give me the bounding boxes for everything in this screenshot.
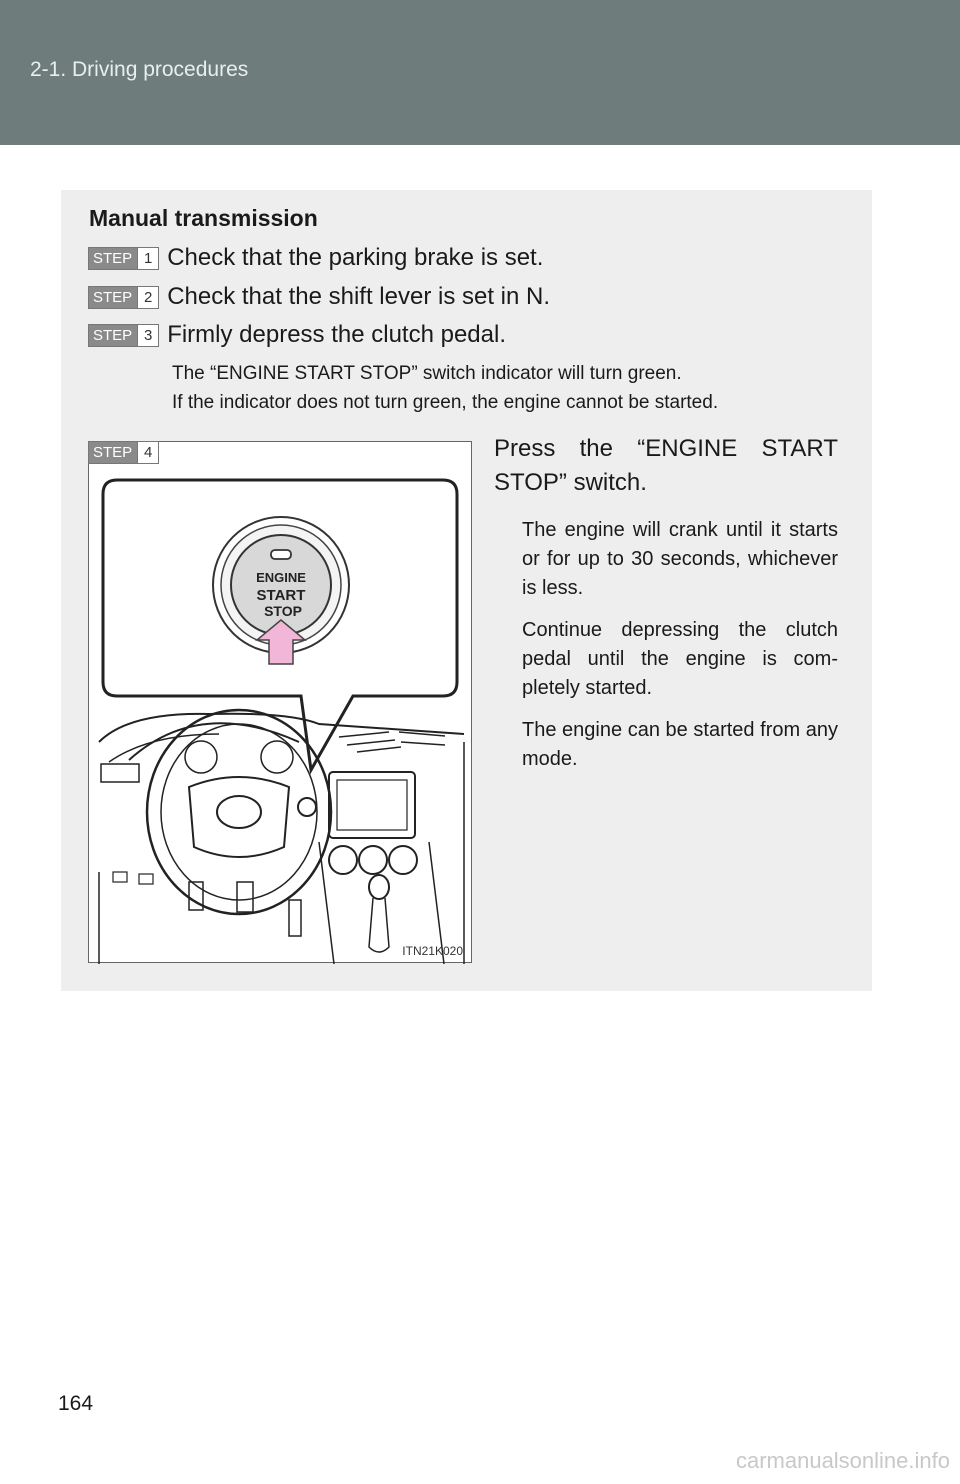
step-text: Firmly depress the clutch pedal.: [167, 321, 506, 348]
center-display: [328, 771, 416, 839]
climate-knob: [328, 845, 358, 875]
start-button-small: [297, 797, 317, 817]
indicator-lamp: [270, 549, 292, 560]
pedal: [288, 899, 302, 937]
step-4-note-clutch: Continue depressing the clutch pedal unt…: [522, 619, 838, 699]
steering-wheel: [145, 708, 333, 916]
indicator-note: The “ENGINE START STOP” switch indicator…: [172, 363, 682, 384]
indicator-warning-note: If the indicator does not turn green, th…: [172, 392, 719, 413]
figure-code: ITN21K020: [402, 944, 463, 958]
shift-lever: [368, 897, 390, 953]
page-number: 164: [58, 1392, 94, 1415]
steering-logo: [216, 795, 262, 829]
watermark: carmanualsonline.info: [735, 1448, 950, 1473]
climate-knob: [358, 845, 388, 875]
pedal: [236, 881, 254, 913]
step-text: Check that the parking brake is set.: [167, 244, 544, 271]
shift-knob: [368, 874, 390, 900]
steering-hub: [187, 776, 291, 858]
step-text: Check that the shift lever is set in N.: [167, 283, 551, 310]
section-breadcrumb: 2-1. Driving procedures: [30, 58, 249, 81]
pedal: [188, 881, 204, 911]
climate-knob: [388, 845, 418, 875]
button-label-line: STOP: [264, 603, 302, 619]
step-4-note-crank: The engine will crank until it starts or…: [522, 519, 838, 599]
press-arrow-icon: [254, 619, 308, 665]
step-4-instruction: Press the “ENGINE START STOP” switch.: [494, 435, 838, 496]
step-4-note-mode: The engine can be started from any mode.: [522, 719, 838, 770]
page-header: 2-1. Driving procedures: [0, 0, 960, 145]
section-title: Manual transmission: [89, 205, 318, 231]
callout-bubble: [101, 478, 459, 775]
engine-start-button-callout: ENGINE START STOP: [212, 516, 350, 665]
button-label-line: ENGINE: [256, 570, 306, 585]
dashboard-illustration: ENGINE START STOP: [98, 478, 465, 964]
button-label-line: START: [257, 587, 306, 604]
